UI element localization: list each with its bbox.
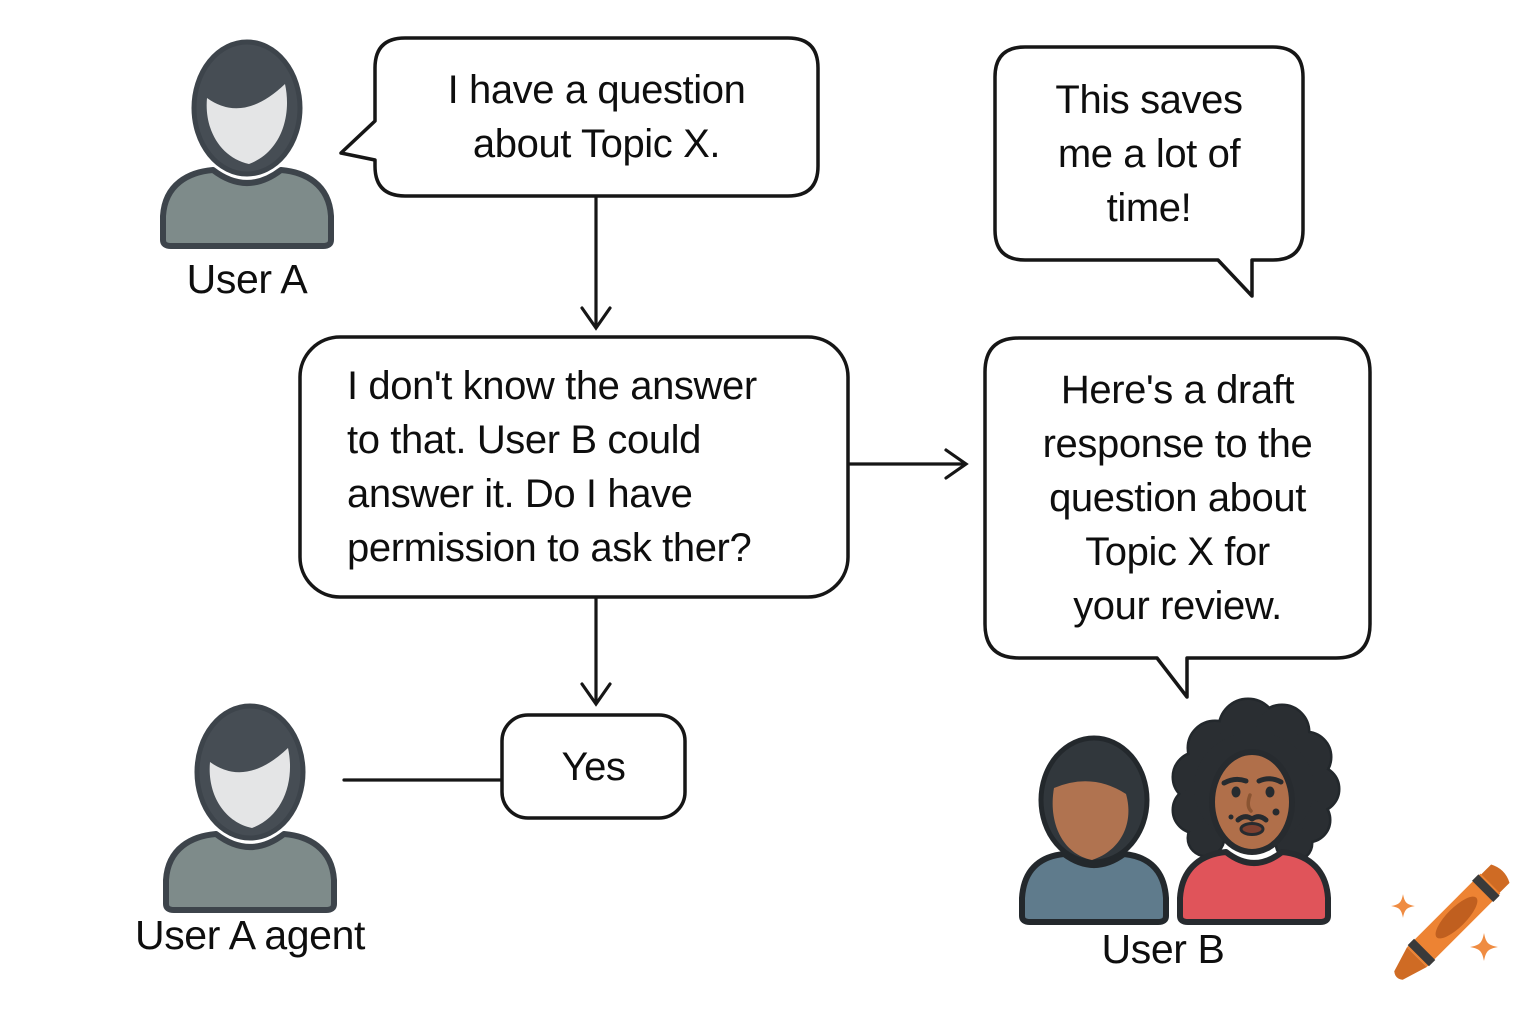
user-a-avatar-icon xyxy=(163,42,331,246)
agent-box-line: answer it. Do I have xyxy=(347,472,693,516)
speech-bubble-question xyxy=(339,36,820,198)
user-b-label: User B xyxy=(1101,926,1225,972)
bubble-question-line: about Topic X. xyxy=(472,122,721,166)
user-a-agent-label: User A agent xyxy=(135,912,365,958)
sparkle-icon xyxy=(1391,894,1415,918)
user-a-agent-avatar-icon xyxy=(166,706,334,910)
speech-bubble-draft xyxy=(983,336,1372,699)
bubble-draft-line: Here's a draft xyxy=(1060,368,1295,412)
bubble-question-line: I have a question xyxy=(447,68,746,112)
yes-box xyxy=(500,713,687,820)
agent-box-line: I don't know the answer xyxy=(347,364,757,408)
agent-box-line: permission to ask ther? xyxy=(347,526,752,570)
bubble-time-line: time! xyxy=(1106,185,1192,230)
bubble-draft-line: your review. xyxy=(1073,584,1282,628)
speech-bubble-question-text: I have a question about Topic X. xyxy=(375,38,818,196)
speech-bubble-time-text: This saves me a lot of time! xyxy=(995,47,1303,260)
sparkle-icon xyxy=(1470,933,1498,961)
user-b-avatar-2-icon xyxy=(1171,697,1341,925)
speech-bubble-draft-text: Here's a draft response to the question … xyxy=(985,338,1370,658)
speech-bubble-time xyxy=(993,45,1305,298)
user-b-avatar-1-icon xyxy=(1019,735,1169,925)
yes-label: Yes xyxy=(561,744,626,789)
arrowhead-box-to-draft xyxy=(944,448,969,480)
yes-box-text: Yes xyxy=(502,715,685,818)
bubble-draft-line: Topic X for xyxy=(1085,530,1270,574)
user-b-2-face xyxy=(1209,749,1295,855)
bubble-draft-line: response to the xyxy=(1042,422,1313,466)
bubble-draft-line: question about xyxy=(1049,476,1306,520)
agent-box-line: to that. User B could xyxy=(347,418,702,462)
agent-message-box-text: I don't know the answer to that. User B … xyxy=(347,337,837,597)
crayon-icon xyxy=(1391,864,1510,980)
bubble-time-line: me a lot of xyxy=(1057,131,1241,176)
user-a-label: User A xyxy=(186,256,308,302)
arrowhead-question-to-box xyxy=(580,306,612,331)
agent-message-box xyxy=(298,335,850,599)
arrowhead-box-to-yes xyxy=(580,682,612,707)
bubble-time-line: This saves xyxy=(1055,77,1243,122)
